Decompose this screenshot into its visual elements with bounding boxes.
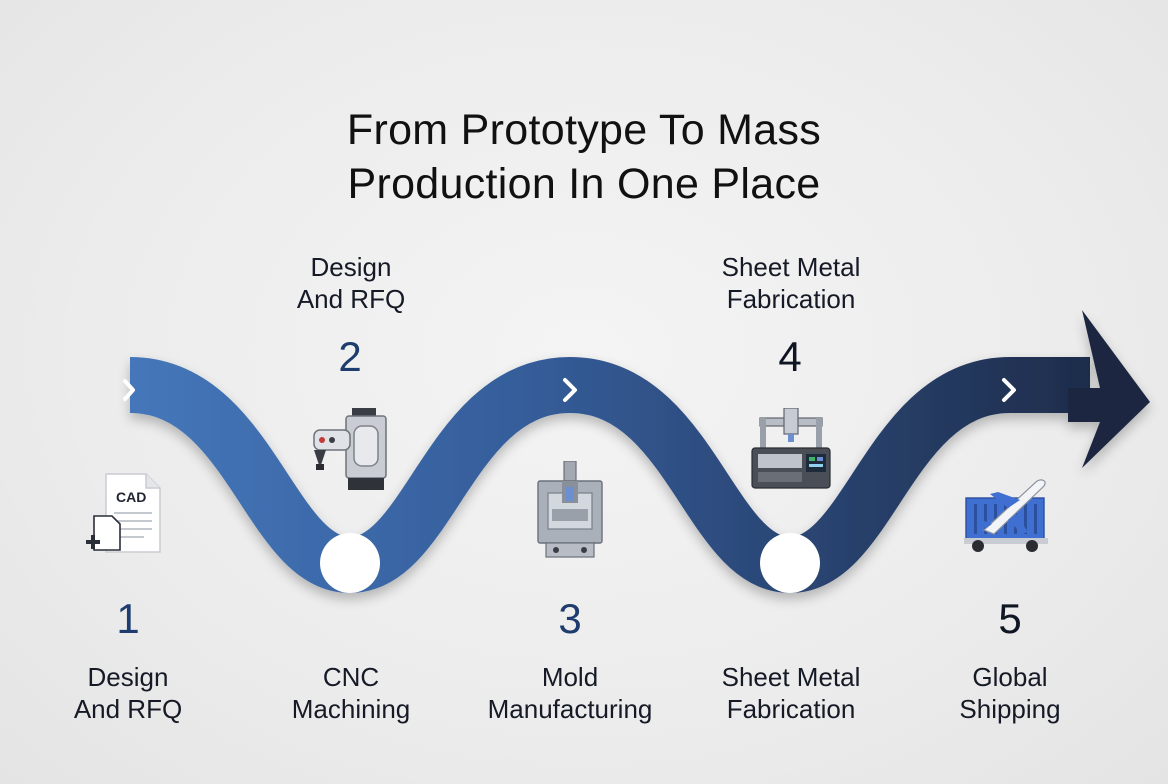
step-4-label: Sheet Metal Fabrication [671,661,911,725]
step-2-label: CNC Machining [231,661,471,725]
cad-file-icon: CAD [86,473,161,553]
label-line: Machining [291,694,411,724]
step-number-2: 2 [338,333,362,380]
plane-truck-icon [964,479,1048,552]
step-2-top-label: Design And RFQ [231,251,471,315]
chevron-right-icon [1002,378,1016,402]
step-1-label: Design And RFQ [8,661,248,725]
page-title: From Prototype To Mass Production In One… [0,103,1168,211]
sheet-metal-machine-icon [751,408,831,489]
label-line: Shipping [959,694,1061,724]
label-line: Manufacturing [487,694,653,724]
step-number-3: 3 [558,595,582,642]
step-number-4: 4 [778,333,802,380]
label-line: Sheet Metal [721,252,861,282]
mold-icon [537,461,603,558]
title-line-2: Production In One Place [347,160,821,208]
chevron-right-icon [123,379,135,401]
label-line: And RFQ [296,284,406,314]
label-line: Sheet Metal [721,662,861,692]
cad-file-label: CAD [116,489,146,505]
step-3-label: Mold Manufacturing [450,661,690,725]
wave-band [128,356,1090,594]
title-line-1: From Prototype To Mass [346,106,822,154]
step-number-1: 1 [116,595,140,642]
label-line: Fabrication [726,284,856,314]
label-line: Design [310,252,392,282]
label-line: CNC [322,662,380,692]
label-line: Design [87,662,169,692]
milestone-circle [760,533,820,593]
milestone-circle [320,533,380,593]
label-line: And RFQ [73,694,183,724]
step-4-top-label: Sheet Metal Fabrication [671,251,911,315]
label-line: Fabrication [726,694,856,724]
step-5-label: Global Shipping [890,661,1130,725]
label-line: Mold [541,662,599,692]
cnc-machine-icon [313,408,387,490]
chevron-right-icon [563,378,577,402]
wave-arrow-head [1068,310,1150,468]
label-line: Global [972,662,1048,692]
step-number-5: 5 [998,595,1022,642]
